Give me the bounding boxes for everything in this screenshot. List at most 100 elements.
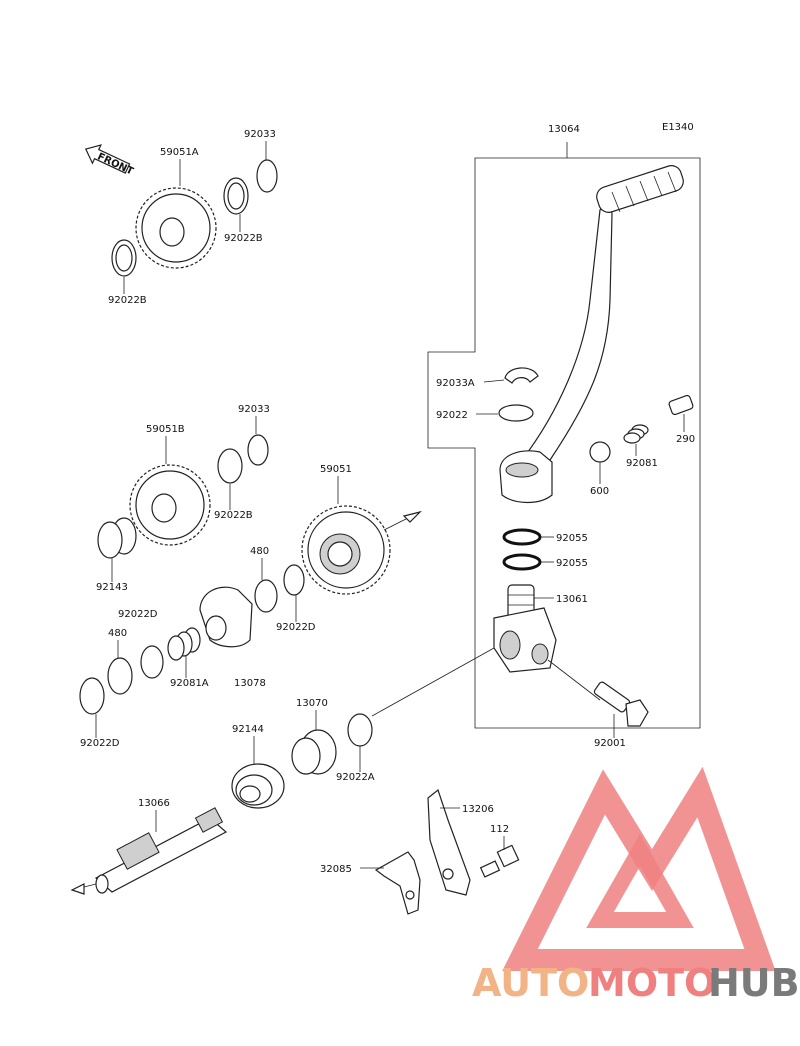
label-92081: 92081	[626, 444, 658, 469]
washer-480-mid	[254, 579, 278, 613]
svg-text:13064: 13064	[548, 124, 580, 135]
svg-text:13070: 13070	[296, 698, 328, 709]
ratchet-13078	[199, 586, 253, 648]
label-92033-mid: 92033	[238, 404, 270, 434]
label-92022A: 92022A	[336, 746, 375, 783]
label-92022D-right: 92022D	[276, 595, 316, 633]
spring-92144	[231, 763, 285, 809]
circlip-92033A	[504, 367, 539, 384]
watermark-logo: AUTO MOTO HUB	[472, 766, 800, 1005]
svg-text:92055: 92055	[556, 533, 588, 544]
svg-text:92033A: 92033A	[436, 378, 475, 389]
label-59051B: 59051B	[146, 424, 185, 464]
label-92022B-left: 92022B	[108, 277, 147, 306]
svg-text:92055: 92055	[556, 558, 588, 569]
label-92001: 92001	[594, 714, 626, 749]
svg-text:13066: 13066	[138, 798, 170, 809]
label-92022D-bottom: 92022D	[80, 714, 120, 749]
watermark-text-moto: MOTO	[588, 961, 716, 1005]
svg-text:92081A: 92081A	[170, 678, 209, 689]
circlip-92033-mid	[247, 434, 269, 466]
label-92144: 92144	[232, 724, 264, 764]
gear-59051A	[135, 187, 217, 269]
svg-text:480: 480	[250, 546, 269, 557]
assembly-axis	[371, 647, 495, 717]
kick-shaft-13066	[70, 807, 228, 895]
bolt-112	[479, 844, 520, 878]
svg-text:92022D: 92022D	[276, 622, 316, 633]
label-13078: 13078	[234, 678, 266, 689]
bolt-92001	[547, 659, 649, 727]
svg-text:92033: 92033	[238, 404, 270, 415]
front-label: FRONT	[96, 151, 135, 177]
svg-text:92022B: 92022B	[214, 510, 253, 521]
svg-text:480: 480	[108, 628, 127, 639]
gear-59051B	[129, 464, 211, 546]
o-ring-92055-b	[502, 553, 542, 571]
guide-13070	[291, 729, 337, 775]
washer-92022B-top-inner	[227, 182, 245, 210]
svg-text:92081: 92081	[626, 458, 658, 469]
spring-92081	[623, 424, 649, 444]
label-92022B-mid: 92022B	[214, 484, 253, 521]
plate-13206	[427, 788, 471, 896]
washer-92022D-right	[283, 564, 305, 596]
label-480-mid: 480	[250, 546, 269, 580]
label-92143: 92143	[96, 558, 128, 593]
svg-text:92143: 92143	[96, 582, 128, 593]
label-92055-a: 92055	[541, 533, 588, 544]
o-ring-92055-a	[502, 528, 542, 546]
kick-arm-part	[499, 165, 684, 504]
washer-92022D-bottom	[79, 677, 105, 715]
svg-text:290: 290	[676, 434, 695, 445]
label-92022B-top: 92022B	[224, 214, 263, 244]
label-112: 112	[490, 824, 509, 850]
guide-32085	[374, 851, 421, 915]
kick-arm-group-bracket	[427, 142, 701, 729]
front-arrow-icon: FRONT	[84, 144, 135, 178]
svg-text:59051A: 59051A	[160, 147, 199, 158]
label-13061: 13061	[534, 594, 588, 605]
label-13064: 13064	[548, 124, 580, 135]
washer-92022D-left	[140, 645, 164, 679]
washer-92022B-mid	[217, 448, 243, 484]
label-480-left: 480	[108, 628, 127, 658]
label-92022-arm: 92022	[436, 410, 498, 421]
label-92033-top: 92033	[244, 129, 276, 160]
svg-text:92022B: 92022B	[108, 295, 147, 306]
svg-text:13206: 13206	[462, 804, 494, 815]
svg-text:92033: 92033	[244, 129, 276, 140]
svg-text:92022A: 92022A	[336, 772, 375, 783]
svg-text:92144: 92144	[232, 724, 264, 735]
diagram-code: E1340	[662, 122, 694, 133]
washer-92022B-left-inner	[115, 244, 133, 272]
plunger-290	[668, 394, 694, 416]
label-32085: 32085	[320, 864, 384, 875]
label-92022D-left: 92022D	[118, 609, 158, 620]
svg-text:92022D: 92022D	[80, 738, 120, 749]
washer-480-left	[107, 657, 133, 695]
label-92081A: 92081A	[170, 656, 209, 689]
svg-text:600: 600	[590, 486, 609, 497]
label-13206: 13206	[440, 804, 494, 815]
washer-92022-arm	[498, 404, 534, 422]
svg-text:59051: 59051	[320, 464, 352, 475]
label-290: 290	[676, 414, 695, 445]
label-13070: 13070	[296, 698, 328, 730]
label-59051: 59051	[320, 464, 352, 504]
svg-text:32085: 32085	[320, 864, 352, 875]
kick-boss-13061	[493, 584, 557, 673]
bushing-92143	[97, 517, 137, 559]
label-59051A: 59051A	[160, 147, 199, 186]
svg-text:92022B: 92022B	[224, 233, 263, 244]
svg-text:92022: 92022	[436, 410, 468, 421]
svg-text:112: 112	[490, 824, 509, 835]
ball-600	[589, 441, 611, 463]
svg-text:13078: 13078	[234, 678, 266, 689]
svg-text:13061: 13061	[556, 594, 588, 605]
label-600: 600	[590, 462, 609, 497]
svg-text:92001: 92001	[594, 738, 626, 749]
label-92033A: 92033A	[436, 378, 505, 389]
svg-text:92022D: 92022D	[118, 609, 158, 620]
